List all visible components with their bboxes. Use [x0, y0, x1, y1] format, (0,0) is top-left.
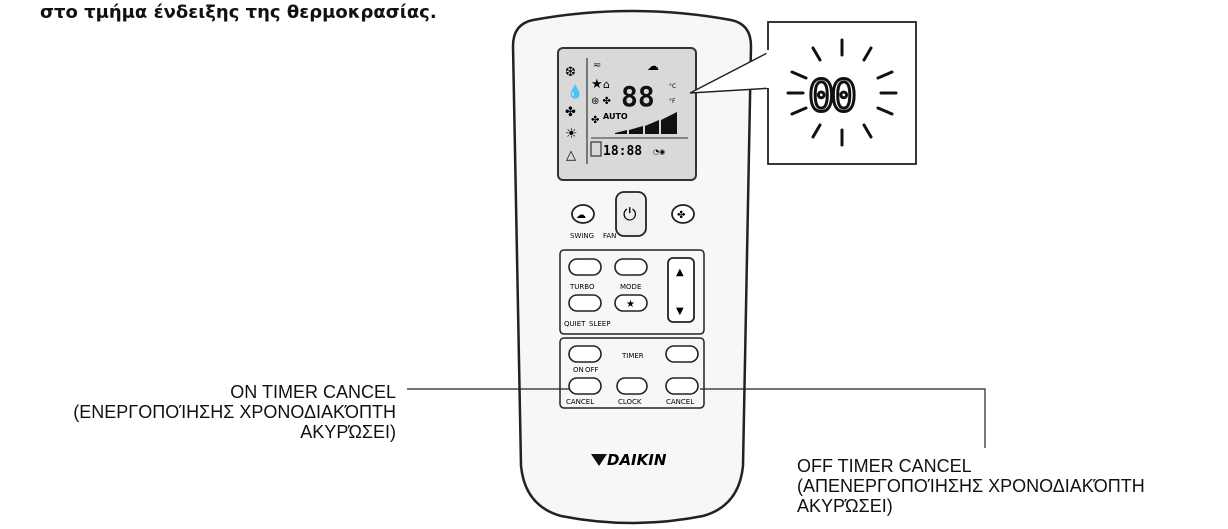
timer-label: TIMER [621, 352, 644, 360]
star-icon: ★ [626, 299, 635, 310]
droplet-icon: 💧 [567, 84, 583, 100]
function-panel [559, 249, 705, 335]
fan-label: FAN [603, 232, 616, 240]
daikin-logo-icon [591, 454, 607, 466]
sun-icon: ☀ [565, 126, 578, 142]
temp-digits: 88 [621, 80, 655, 113]
fan-button[interactable] [671, 204, 695, 224]
swing-indicator-icon: ≂ [593, 60, 601, 71]
zoom-pointer [689, 48, 774, 94]
fahrenheit-unit: °F [669, 98, 676, 105]
fan-speed-icon: ⊛ ✤ [591, 96, 611, 107]
home-icon: ⌂ [603, 78, 610, 91]
turbo-button[interactable] [568, 258, 602, 276]
wifi-icon: ☁ [647, 59, 659, 73]
brand-name: DAIKIN [607, 451, 667, 469]
power-icon: ⏻ [623, 205, 637, 225]
blink-rays [786, 38, 898, 147]
zoom-digits: 00 [808, 71, 854, 122]
off-timer-cancel-line2: (ΑΠΕΝΕΡΓΟΠΟΊΗΣΗΣ ΧΡΟΝΟΔΙΑΚΌΠΤΗ [797, 476, 1145, 496]
clock-label: CLOCK [618, 398, 642, 406]
mode-label: MODE [620, 283, 641, 291]
swing-icon: ☁ [576, 210, 586, 221]
on-timer-cancel-line3: ΑΚΥΡΏΣΕΙ) [300, 422, 396, 442]
off-timer-leader [700, 388, 986, 448]
temp-up-down-button[interactable] [667, 257, 695, 323]
snowflake-icon: ❆ [565, 65, 576, 80]
off-timer-cancel-line3: ΑΚΥΡΏΣΕΙ) [797, 496, 893, 516]
cancel-left-label: CANCEL [566, 398, 594, 406]
turbo-label: TURBO [569, 283, 595, 291]
celsius-unit: °C [669, 83, 676, 90]
up-arrow-icon: ▲ [676, 267, 684, 278]
timer-panel [559, 337, 705, 409]
clock-digits: 18:88 [603, 144, 642, 159]
timer-off-button[interactable] [665, 345, 699, 363]
on-timer-cancel-line2: (ΕΝΕΡΓΟΠΟΊΗΣΗΣ ΧΡΟΝΟΔΙΑΚΌΠΤΗ [73, 402, 396, 422]
triangle-icon: △ [566, 148, 576, 163]
off-label: OFF [585, 366, 599, 374]
on-timer-cancel-callout: ON TIMER CANCEL (ΕΝΕΡΓΟΠΟΊΗΣΗΣ ΧΡΟΝΟΔΙΑΚ… [73, 382, 396, 442]
swing-button[interactable] [571, 204, 595, 224]
remote-control: ❆ 💧 ✤ ☀ △ ≂ ☁ ★ ⌂ ⊛ ✤ 88 °C °F ✤ AUTO 18… [511, 9, 753, 525]
off-timer-cancel-callout: OFF TIMER CANCEL (ΑΠΕΝΕΡΓΟΠΟΊΗΣΗΣ ΧΡΟΝΟΔ… [797, 456, 1145, 516]
timer-on-button[interactable] [568, 345, 602, 363]
fan-auto-icon: ✤ [591, 115, 599, 126]
instruction-heading: στο τμήμα ένδειξης της θερμοκρασίας. [40, 2, 437, 23]
sleep-label: SLEEP [589, 320, 610, 328]
cancel-right-label: CANCEL [666, 398, 694, 406]
quiet-button[interactable] [568, 294, 602, 312]
power-button[interactable] [615, 191, 647, 237]
clock-button[interactable] [616, 377, 648, 395]
swing-label: SWING [570, 232, 594, 240]
off-timer-cancel-button[interactable] [665, 377, 699, 395]
lcd-screen [557, 47, 697, 181]
fan-button-icon: ✤ [677, 210, 685, 221]
off-timer-cancel-line1: OFF TIMER CANCEL [797, 456, 972, 476]
mode-button[interactable] [614, 258, 648, 276]
timer-indicator-icon: ◔◉ [653, 148, 665, 156]
on-label: ON [573, 366, 584, 374]
auto-label: AUTO [603, 112, 628, 121]
sleep-button[interactable] [614, 294, 648, 312]
down-arrow-icon: ▼ [676, 306, 684, 317]
fan-speed-bars [615, 112, 677, 134]
on-timer-cancel-line1: ON TIMER CANCEL [230, 382, 396, 402]
fan-icon: ✤ [565, 105, 576, 120]
on-timer-cancel-button[interactable] [568, 377, 602, 395]
quiet-label: QUIET [564, 320, 586, 328]
star-indicator-icon: ★ [591, 77, 603, 92]
